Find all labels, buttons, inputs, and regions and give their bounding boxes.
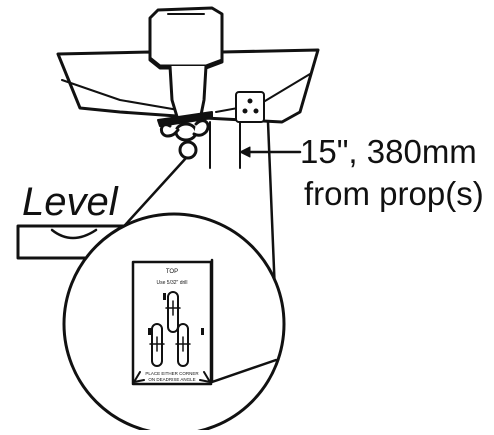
level-label: Level (22, 180, 118, 224)
drill-marker (163, 293, 166, 300)
template-top-label: TOP (166, 269, 178, 275)
drill-marker (148, 328, 151, 335)
drill-crosshair (165, 300, 181, 316)
transducer-marker-hole (242, 108, 248, 114)
drill-marker (201, 328, 204, 335)
template-slot (167, 291, 179, 333)
transducer-marker-hole (247, 98, 253, 104)
corner-arrow-left (133, 371, 145, 383)
corner-arrow-right (199, 371, 211, 383)
drill-crosshair (149, 336, 165, 352)
drill-crosshair (175, 336, 191, 352)
level-bubble-vial (50, 228, 98, 240)
dimension-arrowhead (239, 146, 251, 158)
distance-label-line2: from prop(s) (304, 175, 484, 212)
mounting-template (131, 260, 213, 386)
motor-leg (168, 64, 208, 122)
template-slot (151, 323, 163, 367)
template-drill-note: Use 5/32" drill (157, 280, 188, 286)
anti-ventilation-plate (157, 111, 213, 127)
skeg-circle (178, 140, 198, 160)
motor-cowling (148, 6, 224, 68)
propeller-hub (174, 122, 198, 142)
propeller-blade (160, 123, 180, 138)
propeller-blade (192, 119, 210, 137)
template-corner-note-2: ON DEADRISE ANGLE (148, 377, 195, 382)
template-corner-note-1: PLACE EITHER CORNER (145, 371, 199, 376)
transducer-location-marker (235, 91, 265, 123)
distance-label-line1: 15", 380mm (300, 133, 477, 170)
template-slot (177, 323, 189, 367)
transducer-marker-hole (253, 108, 259, 114)
